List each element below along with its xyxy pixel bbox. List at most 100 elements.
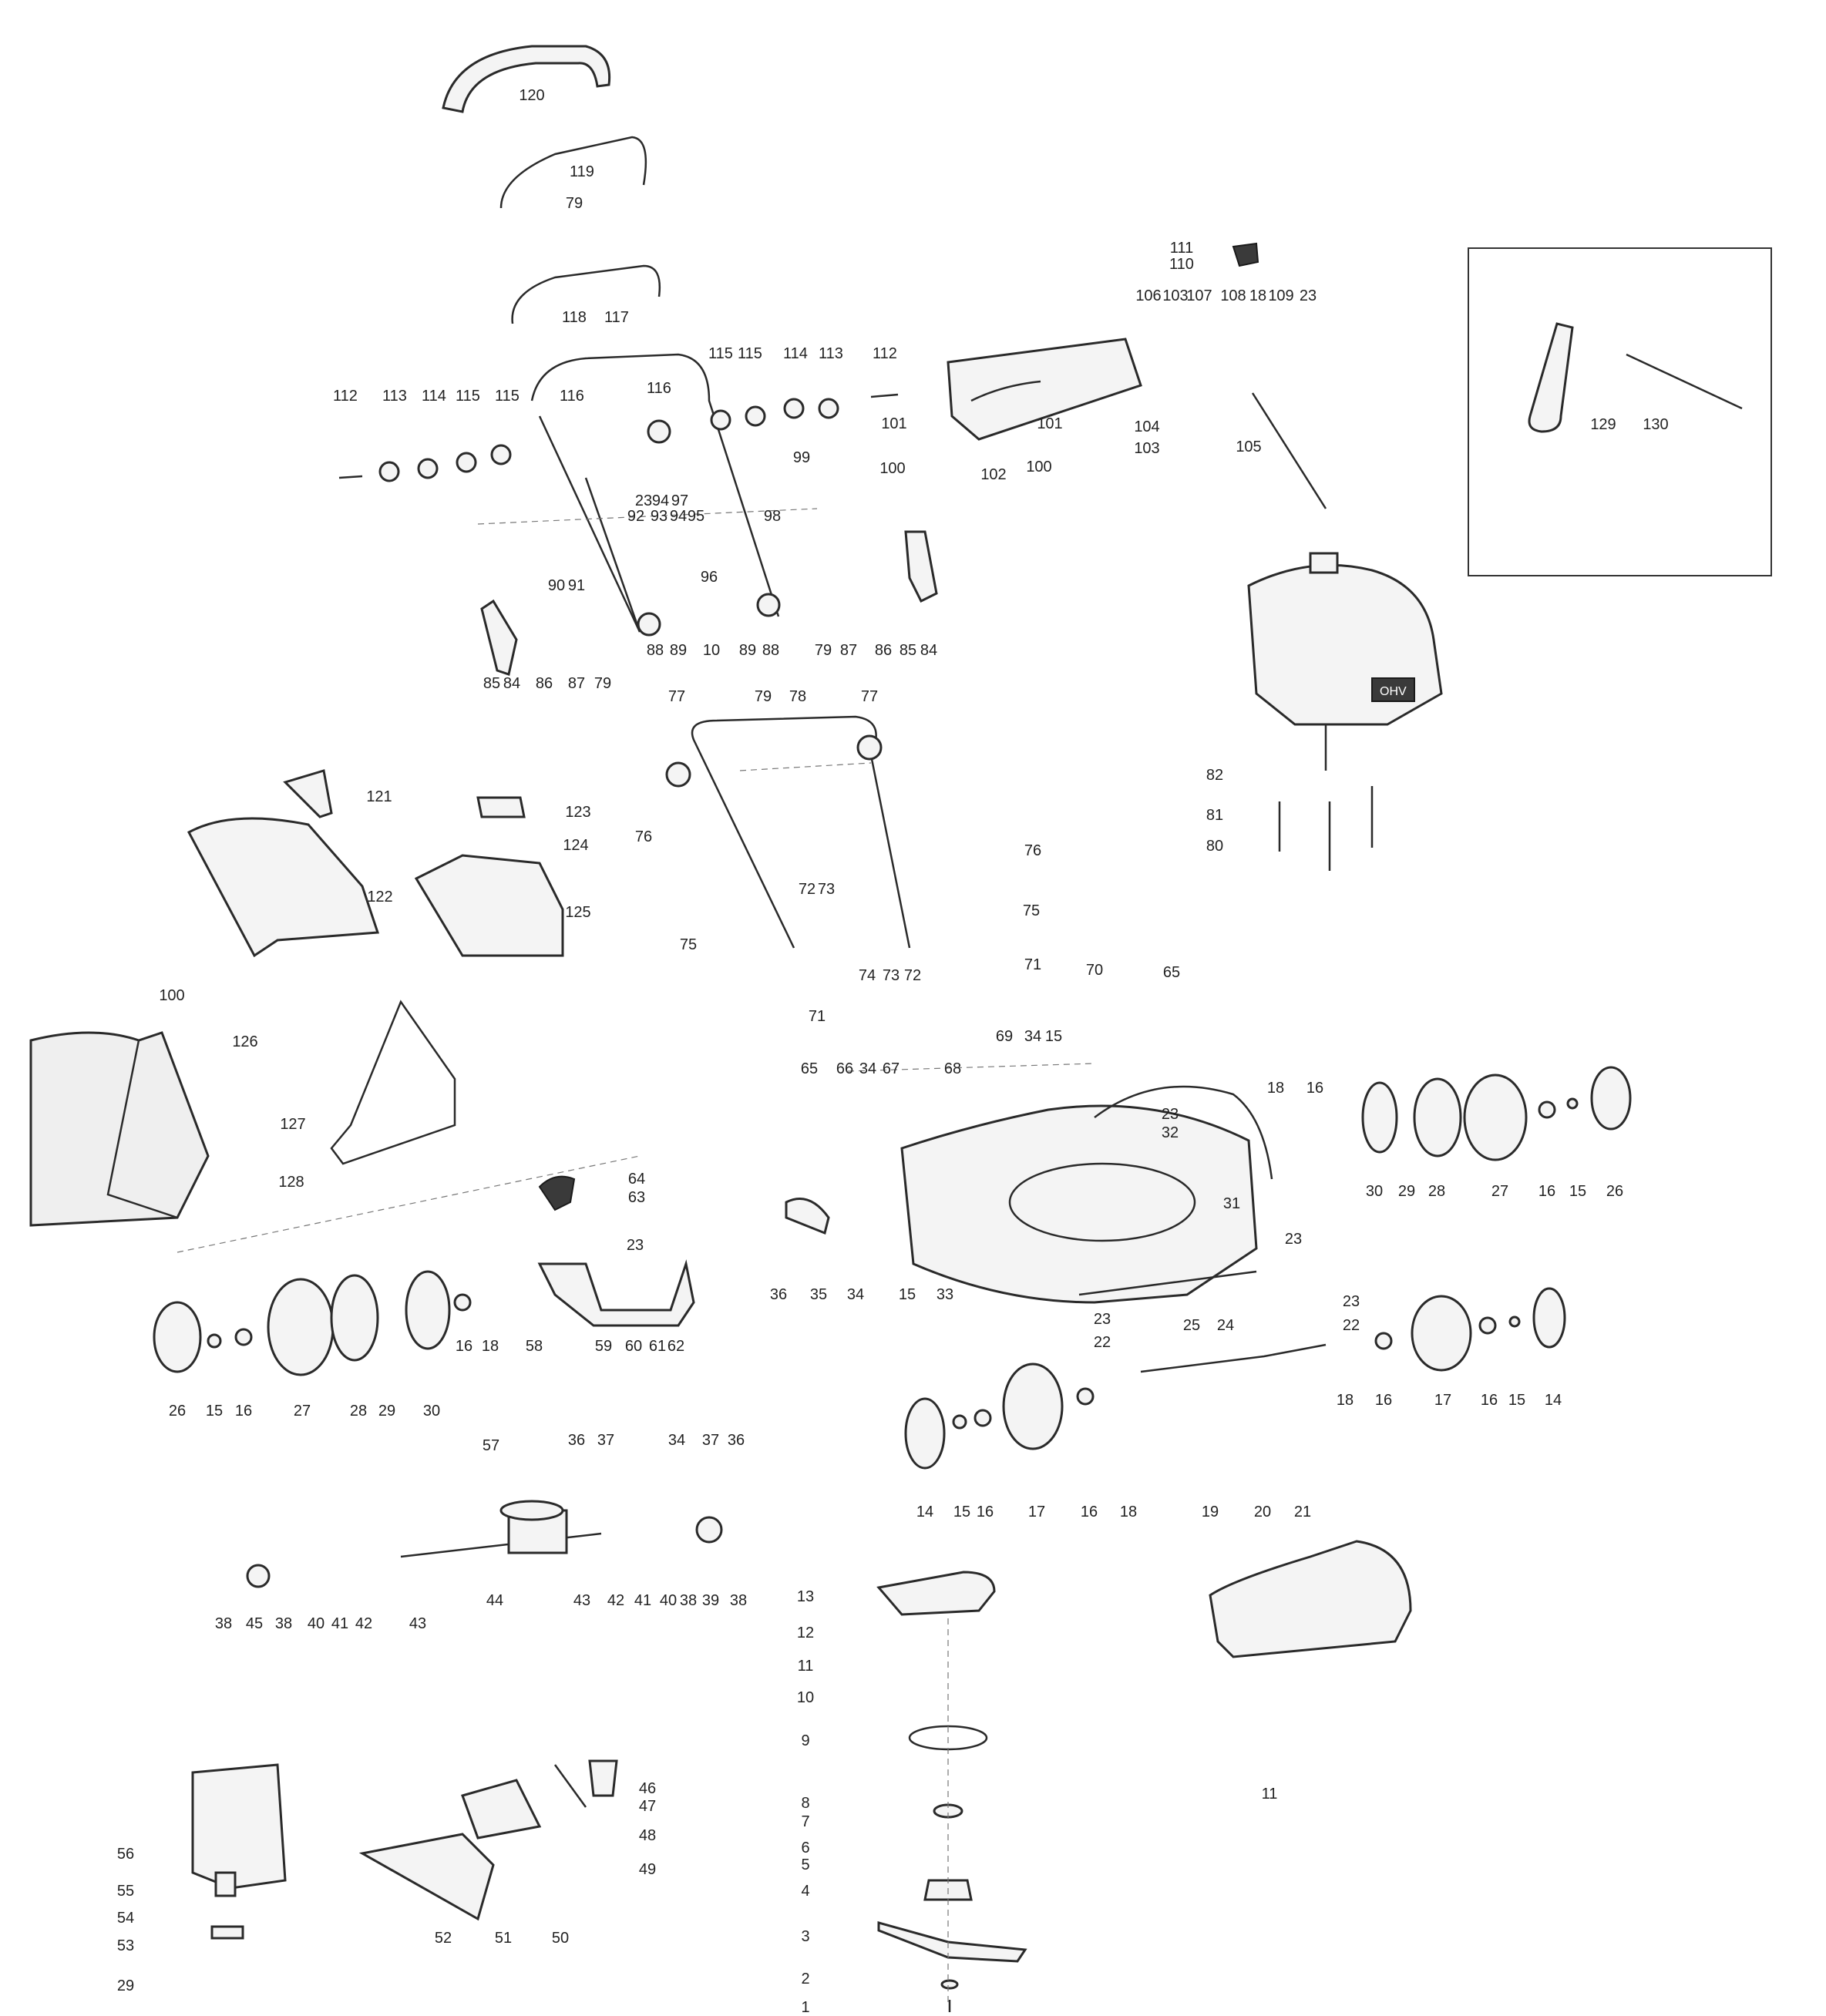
handle-grip-part bbox=[442, 45, 611, 113]
throttle-cable-part bbox=[1251, 392, 1327, 509]
part-number-label: 16 bbox=[977, 1504, 994, 1520]
gearbox-axle-part bbox=[246, 1500, 723, 1588]
part-number-label: 45 bbox=[246, 1615, 263, 1632]
part-number-label: 12 bbox=[797, 1625, 814, 1641]
part-number-label: 16 bbox=[1081, 1504, 1098, 1520]
catcher-lid-part bbox=[187, 769, 380, 958]
part-number-label: 72 bbox=[799, 881, 815, 898]
part-number-label: 36 bbox=[770, 1286, 787, 1303]
part-number-label: 94 bbox=[670, 508, 687, 525]
part-number-label: 112 bbox=[333, 388, 358, 405]
part-number-label: 68 bbox=[944, 1060, 961, 1077]
part-number-label: 100 bbox=[159, 987, 184, 1004]
rear-cover-part bbox=[1209, 1540, 1412, 1658]
part-number-label: 88 bbox=[762, 642, 779, 659]
part-number-label: 115 bbox=[495, 388, 520, 405]
part-number-label: 27 bbox=[1491, 1183, 1508, 1200]
part-number-label: 11 bbox=[1262, 1786, 1278, 1803]
part-number-label: 6 bbox=[801, 1840, 809, 1856]
upper-handle-bars-part bbox=[499, 136, 661, 324]
part-number-label: 88 bbox=[647, 642, 664, 659]
part-number-label: 55 bbox=[117, 1883, 134, 1900]
part-number-label: 2 bbox=[801, 1971, 809, 1987]
part-number-label: 98 bbox=[764, 508, 781, 525]
part-number-label: 85 bbox=[900, 642, 916, 659]
part-number-label: 29 bbox=[378, 1403, 395, 1420]
part-number-label: 34 bbox=[847, 1286, 864, 1303]
part-number-label: 54 bbox=[117, 1910, 134, 1927]
part-number-label: 66 bbox=[836, 1060, 853, 1077]
part-number-label: 5 bbox=[801, 1856, 809, 1873]
part-number-label: 19 bbox=[1202, 1504, 1219, 1520]
part-number-label: 115 bbox=[738, 345, 762, 362]
part-number-label: 114 bbox=[783, 345, 808, 362]
part-number-label: 16 bbox=[1375, 1392, 1392, 1409]
part-number-label: 10 bbox=[703, 642, 720, 659]
front-left-wheel-assembly-part bbox=[153, 1270, 472, 1376]
part-number-label: 127 bbox=[280, 1116, 305, 1133]
engine-badge: OHV bbox=[1380, 685, 1407, 698]
part-number-label: 18 bbox=[482, 1338, 499, 1355]
part-number-label: 57 bbox=[483, 1437, 499, 1454]
part-number-label: 44 bbox=[486, 1592, 503, 1609]
part-number-label: 116 bbox=[560, 388, 584, 405]
part-number-label: 34 bbox=[1024, 1028, 1041, 1045]
part-number-label: 14 bbox=[916, 1504, 933, 1520]
throttle-knob-part bbox=[1232, 242, 1259, 267]
part-number-label: 70 bbox=[1086, 962, 1103, 979]
part-number-label: 35 bbox=[810, 1286, 827, 1303]
part-number-label: 86 bbox=[875, 642, 892, 659]
part-number-label: 53 bbox=[117, 1937, 134, 1954]
part-number-label: 22 bbox=[1343, 1317, 1360, 1334]
part-number-label: 105 bbox=[1236, 438, 1261, 455]
part-number-label: 67 bbox=[883, 1060, 900, 1077]
part-number-label: 62 bbox=[668, 1338, 684, 1355]
part-number-label: 1 bbox=[801, 1999, 809, 2012]
part-number-label: 38 bbox=[215, 1615, 232, 1632]
control-panel-part bbox=[947, 338, 1142, 441]
part-number-label: 87 bbox=[568, 675, 585, 692]
catcher-frame-part bbox=[330, 1000, 456, 1165]
front-right-wheel-assembly-part bbox=[1361, 1066, 1632, 1161]
part-number-label: 23 bbox=[1285, 1231, 1302, 1248]
part-number-label: 89 bbox=[739, 642, 756, 659]
part-number-label: 111 bbox=[1170, 240, 1193, 257]
part-number-label: 123 bbox=[565, 804, 590, 821]
part-number-label: 25 bbox=[1183, 1317, 1200, 1334]
part-number-label: 31 bbox=[1223, 1195, 1240, 1212]
part-number-label: 95 bbox=[688, 508, 705, 525]
part-number-label: 79 bbox=[566, 195, 583, 212]
part-number-label: 16 bbox=[235, 1403, 252, 1420]
part-number-label: 64 bbox=[628, 1171, 645, 1188]
part-number-label: 36 bbox=[568, 1432, 585, 1449]
part-number-label: 39 bbox=[702, 1592, 719, 1609]
part-number-label: 65 bbox=[801, 1060, 818, 1077]
part-number-label: 37 bbox=[702, 1432, 719, 1449]
part-number-label: 37 bbox=[597, 1432, 614, 1449]
part-number-label: 79 bbox=[755, 688, 772, 705]
part-number-label: 124 bbox=[563, 837, 588, 854]
part-number-label: 22 bbox=[1094, 1334, 1111, 1351]
part-number-label: 79 bbox=[594, 675, 611, 692]
part-number-label: 121 bbox=[366, 788, 392, 805]
part-number-label: 23 bbox=[1343, 1293, 1360, 1310]
part-number-label: 130 bbox=[1643, 416, 1668, 433]
part-number-label: 38 bbox=[730, 1592, 747, 1609]
lower-handle-part bbox=[665, 715, 911, 949]
part-number-label: 71 bbox=[809, 1008, 826, 1025]
part-number-label: 43 bbox=[573, 1592, 590, 1609]
part-number-label: 107 bbox=[1186, 287, 1212, 304]
part-number-label: 29 bbox=[117, 1977, 134, 1994]
mulching-parts bbox=[358, 1759, 618, 1921]
part-number-label: 41 bbox=[331, 1615, 348, 1632]
part-number-label: 102 bbox=[980, 466, 1006, 483]
part-number-label: 119 bbox=[570, 163, 594, 180]
part-number-label: 76 bbox=[635, 828, 652, 845]
part-number-label: 23 bbox=[1094, 1311, 1111, 1328]
part-number-label: 118 bbox=[562, 309, 587, 326]
part-number-label: 42 bbox=[355, 1615, 372, 1632]
part-number-label: 11 bbox=[798, 1658, 814, 1675]
part-number-label: 24 bbox=[1217, 1317, 1234, 1334]
